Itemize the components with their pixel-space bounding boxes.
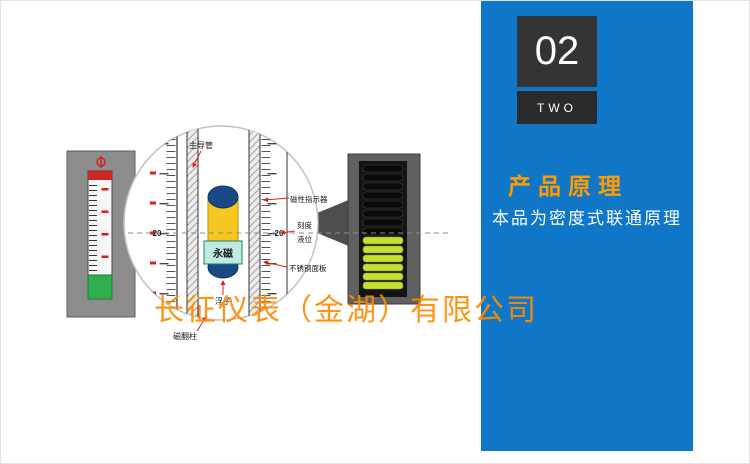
company-watermark: 长征仪表（金湖）有限公司	[154, 294, 538, 327]
section-number-word: TWO	[517, 91, 597, 124]
label-stainless-panel: 不锈钢面板	[289, 263, 327, 273]
float-graphic: 永磁	[203, 185, 243, 279]
level-gauge-photo	[66, 150, 136, 318]
label-magnetic-flap-column: 磁翻柱	[173, 331, 197, 341]
flap-indicator-panel	[347, 153, 421, 305]
label-magnetic-indicator: 磁性指示器	[290, 194, 328, 204]
gauge-valve-icon	[96, 156, 106, 168]
principle-diagram: 永磁 20 20 主导管 磁性指示器 刻度 液位 不锈钢面板 浮子 磁翻柱	[66, 125, 449, 341]
flaps-wet	[362, 236, 404, 290]
label-scale: 刻度	[297, 220, 312, 230]
blue-side-panel: 02 TWO 产品原理 本品为密度式联通原理	[481, 1, 693, 451]
label-liquid-level: 液位	[297, 234, 312, 244]
scale-value-right: 20	[275, 229, 284, 238]
magnet-box	[203, 240, 243, 265]
right-zoom-wedge	[293, 199, 351, 247]
page-subtitle: 本品为密度式联通原理	[492, 209, 682, 228]
magnifier-contents: 永磁 20 20	[150, 126, 288, 320]
label-float: 浮子	[215, 296, 231, 306]
label-permanent-magnet: 永磁	[212, 247, 233, 260]
diagram-labels: 主导管 磁性指示器 刻度 液位 不锈钢面板 浮子 磁翻柱	[173, 140, 328, 341]
section-number: 02	[517, 16, 597, 87]
page-title: 产品原理	[508, 173, 628, 199]
label-main-tube: 主导管	[189, 140, 213, 150]
